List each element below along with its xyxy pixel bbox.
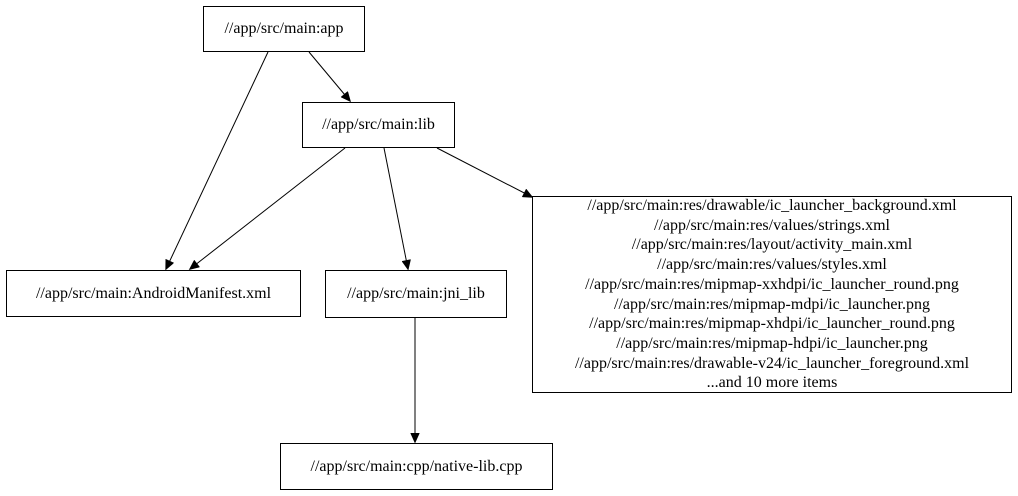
node-jni-lib-label: //app/src/main:jni_lib <box>347 285 485 303</box>
edge-lib-to-resource-group <box>436 147 532 197</box>
resource-list-item: //app/src/main:res/drawable/ic_launcher_… <box>587 196 957 214</box>
resource-list-item: //app/src/main:res/layout/activity_main.… <box>631 236 913 254</box>
node-jni-lib: //app/src/main:jni_lib <box>325 270 507 318</box>
node-native-lib-cpp-label: //app/src/main:cpp/native-lib.cpp <box>310 457 523 475</box>
resource-list-item: //app/src/main:res/mipmap-hdpi/ic_launch… <box>616 334 928 352</box>
resource-list-item: //app/src/main:res/mipmap-xxhdpi/ic_laun… <box>585 275 959 293</box>
node-app-label: //app/src/main:app <box>224 20 344 38</box>
node-lib-label: //app/src/main:lib <box>322 116 435 134</box>
edge-lib-to-jni-lib <box>383 147 408 269</box>
edge-lib-to-android-manifest <box>190 147 346 269</box>
node-android-manifest-label: //app/src/main:AndroidManifest.xml <box>35 284 272 302</box>
node-android-manifest: //app/src/main:AndroidManifest.xml <box>6 270 301 317</box>
node-app: //app/src/main:app <box>203 6 365 52</box>
node-resource-group: //app/src/main:res/drawable/ic_launcher_… <box>532 196 1012 393</box>
resource-list-item: //app/src/main:res/mipmap-xhdpi/ic_launc… <box>589 315 955 333</box>
edge-app-to-android-manifest <box>166 51 269 269</box>
resource-list-item: //app/src/main:res/values/styles.xml <box>657 256 887 274</box>
resource-list-item: ...and 10 more items <box>706 374 838 392</box>
resource-list-item: //app/src/main:res/values/strings.xml <box>654 216 890 234</box>
resource-list-item: //app/src/main:res/drawable-v24/ic_launc… <box>574 354 970 372</box>
node-lib: //app/src/main:lib <box>302 102 455 148</box>
node-native-lib-cpp: //app/src/main:cpp/native-lib.cpp <box>280 443 553 490</box>
resource-list-item: //app/src/main:res/mipmap-mdpi/ic_launch… <box>614 295 930 313</box>
edge-app-to-lib <box>308 51 350 101</box>
